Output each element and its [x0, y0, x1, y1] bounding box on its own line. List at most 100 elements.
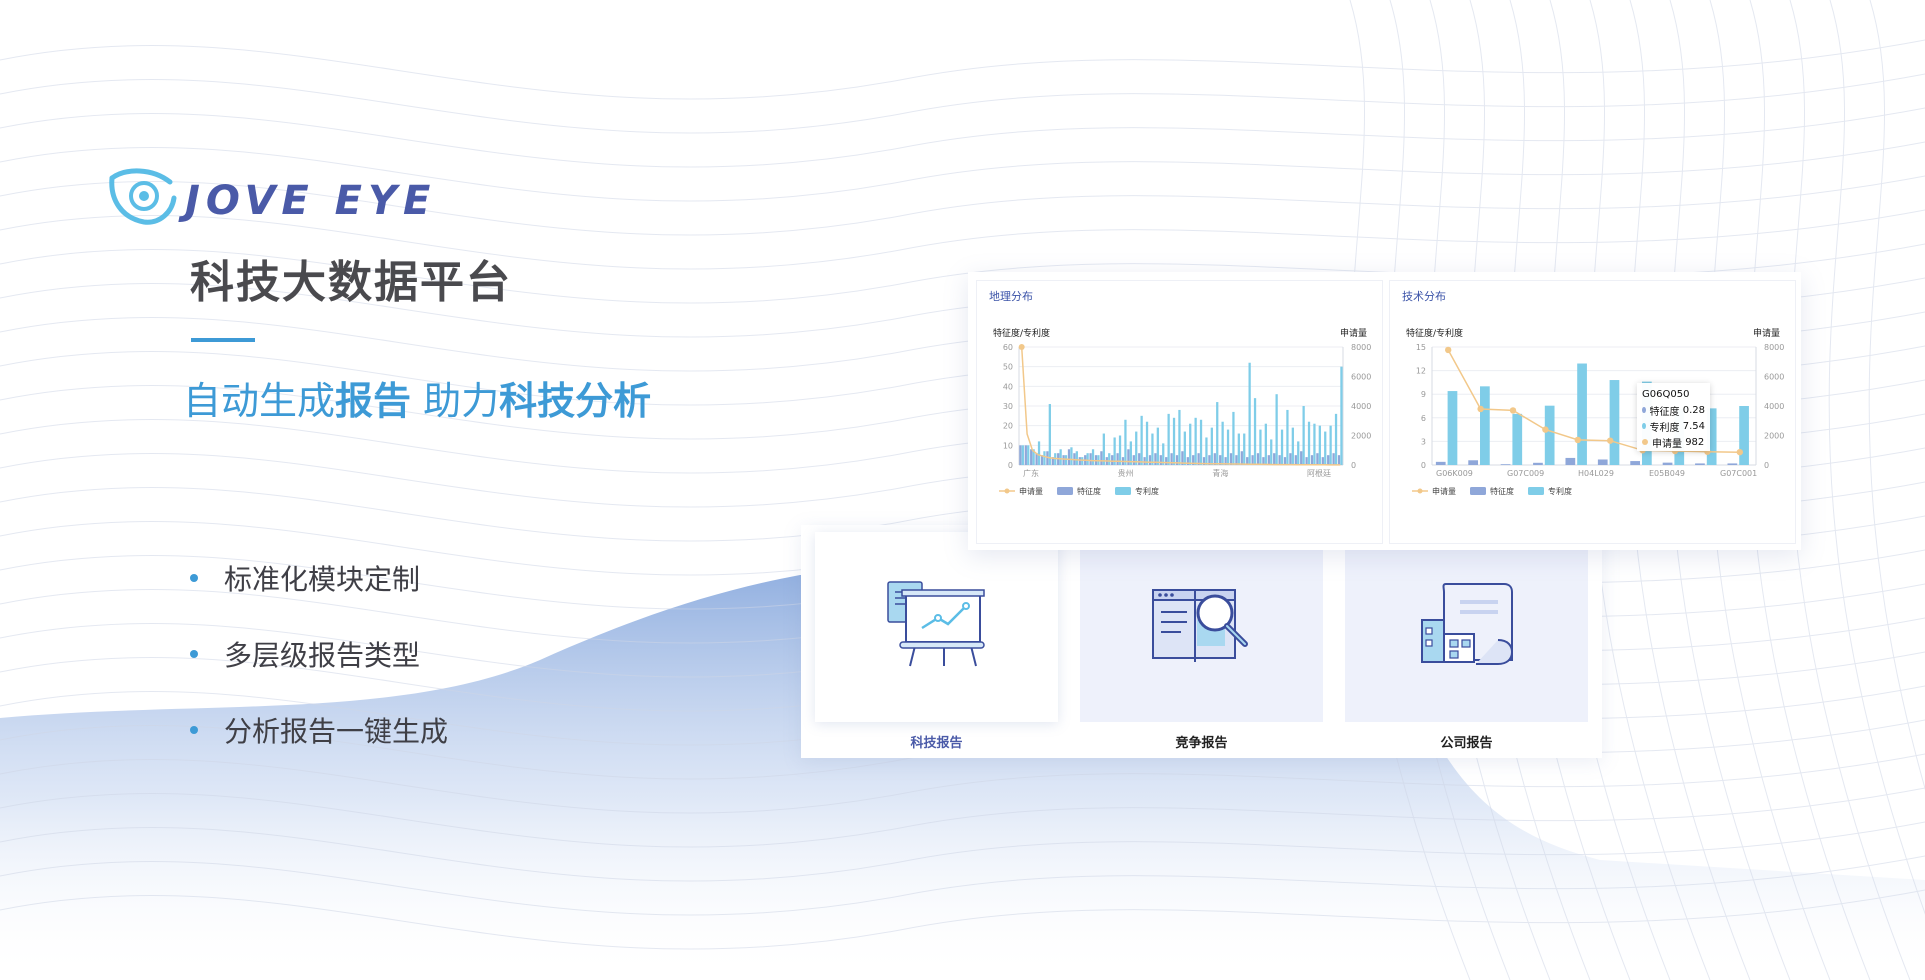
bar	[1024, 445, 1027, 465]
y-tick-label: 3	[1421, 437, 1426, 446]
bar	[1310, 455, 1314, 465]
report-card-label[interactable]: 科技报告	[910, 736, 963, 751]
bar	[1468, 460, 1479, 465]
line-point	[1542, 426, 1549, 433]
bar	[1435, 461, 1446, 465]
y-right-tick-label: 8000	[1764, 343, 1784, 352]
bar	[1208, 455, 1211, 465]
bar	[1030, 449, 1033, 465]
legend-label: 专利度	[1135, 486, 1159, 496]
bar	[1297, 441, 1300, 465]
presentation-board-icon	[887, 581, 985, 667]
bar	[1170, 453, 1173, 465]
bar	[1480, 386, 1490, 465]
x-tick-label: 青海	[1212, 468, 1228, 478]
y-right-tick-label: 4000	[1351, 402, 1371, 411]
x-tick-label: E05B049	[1649, 469, 1685, 478]
legend-dot-icon	[1004, 488, 1010, 494]
bar	[1318, 425, 1321, 465]
bar	[1243, 433, 1246, 465]
bar	[1240, 451, 1243, 465]
bar	[1156, 427, 1159, 465]
bar	[1111, 455, 1114, 465]
bar	[1197, 453, 1200, 465]
tooltip-row-value: 7.54	[1682, 420, 1705, 432]
feature-label: 标准化模块定制	[224, 563, 421, 596]
bar	[1253, 398, 1257, 465]
slogan-part-4: 科技分析	[499, 379, 652, 423]
y-right-tick-label: 2000	[1351, 432, 1371, 441]
bar	[1291, 427, 1294, 465]
bar	[1216, 402, 1219, 465]
line-point	[1477, 405, 1484, 413]
bar	[1043, 451, 1046, 465]
legend-label: 专利度	[1548, 486, 1572, 496]
bar	[1145, 421, 1149, 465]
company-building-icon	[1421, 583, 1514, 665]
bar	[1199, 419, 1203, 465]
report-card-label[interactable]: 公司报告	[1440, 736, 1493, 751]
legend-swatch-icon	[1470, 487, 1486, 495]
y-axis-label: 特征度/专利度	[1406, 327, 1463, 339]
bar	[1175, 455, 1179, 465]
bar	[1067, 449, 1071, 465]
tech-distribution-chart[interactable]: 特征度/专利度申请量0369121502000400060008000G06K0…	[1390, 281, 1795, 543]
y-tick-label: 30	[1003, 402, 1013, 411]
bar	[1070, 447, 1073, 465]
geo-distribution-chart[interactable]: 特征度/专利度申请量010203040506002000400060008000…	[977, 281, 1382, 543]
slogan: 自动生成报告 助力科技分析	[183, 370, 651, 425]
bar	[1259, 429, 1262, 465]
bar	[1246, 457, 1249, 465]
y-right-tick-label: 0	[1351, 461, 1356, 470]
chart-title: 地理分布	[989, 290, 1033, 303]
bar	[1154, 453, 1157, 465]
bar	[1305, 457, 1308, 465]
bar	[1213, 453, 1216, 465]
bar	[1172, 417, 1176, 465]
tooltip-row: 申请量 982	[1642, 434, 1705, 450]
bar	[1300, 451, 1303, 465]
y-right-tick-label: 6000	[1351, 373, 1371, 382]
bar	[1048, 404, 1051, 465]
y-right-tick-label: 4000	[1764, 402, 1784, 411]
bar	[1278, 455, 1281, 465]
bar	[1251, 455, 1254, 465]
bar	[1307, 421, 1311, 465]
bar	[1032, 449, 1035, 465]
bar	[1183, 431, 1186, 465]
bar	[1727, 463, 1738, 465]
bar	[1151, 433, 1154, 465]
legend-label: 特征度	[1077, 486, 1101, 496]
bar	[1324, 431, 1327, 465]
report-card-competition[interactable]	[1080, 532, 1323, 722]
y-tick-label: 0	[1008, 461, 1013, 470]
legend-dot-icon	[1417, 488, 1423, 494]
report-card-company[interactable]	[1345, 532, 1588, 722]
bullet-dot-icon	[190, 650, 198, 658]
bar	[1078, 457, 1081, 465]
chart-tooltip: G06Q050 特征度 0.28 专利度 7.54 申请量 982	[1637, 383, 1710, 451]
y-right-tick-label: 8000	[1351, 343, 1371, 352]
y-tick-label: 60	[1003, 343, 1013, 352]
bar	[1332, 453, 1335, 465]
bar	[1132, 455, 1135, 465]
tooltip-row-value: 982	[1685, 436, 1705, 448]
tooltip-row-name: 申请量	[1652, 438, 1682, 450]
tooltip-row: 专利度 7.54	[1642, 418, 1705, 434]
bar	[1140, 415, 1143, 465]
feature-item: 多层级报告类型	[190, 636, 448, 672]
report-card-tech[interactable]	[815, 532, 1058, 722]
line-point	[1607, 437, 1614, 444]
report-card-label[interactable]: 竞争报告	[1175, 736, 1228, 751]
legend-label: 特征度	[1490, 486, 1514, 496]
feature-item: 分析报告一键生成	[190, 712, 448, 748]
slogan-part-2: 报告	[335, 379, 412, 423]
bar	[1609, 380, 1620, 465]
bar	[1221, 421, 1224, 465]
tooltip-row-name: 特征度	[1649, 406, 1680, 418]
slogan-part-1: 自动生成	[183, 379, 336, 423]
bar	[1108, 453, 1111, 465]
bar	[1064, 455, 1068, 465]
bar	[1544, 405, 1555, 465]
bar	[1275, 394, 1278, 465]
